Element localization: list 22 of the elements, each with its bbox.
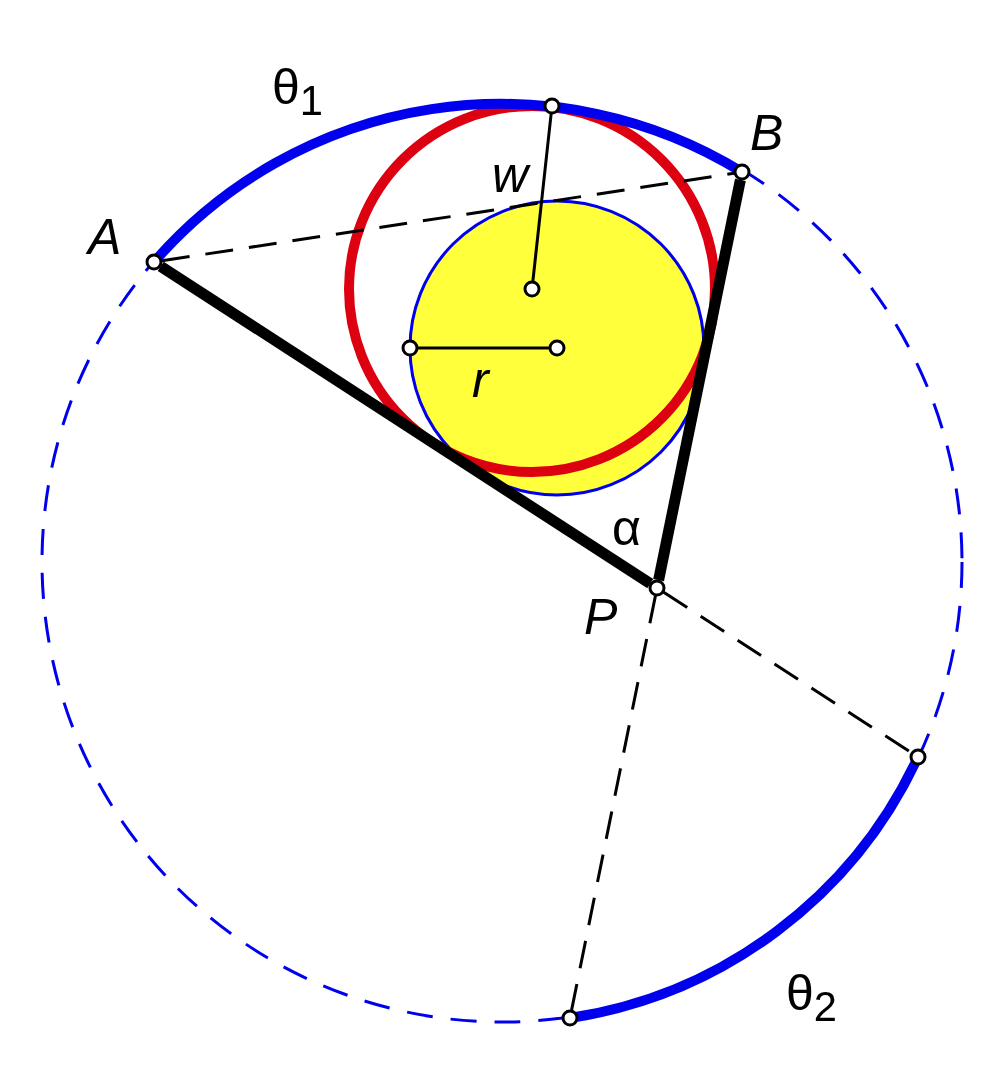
line bbox=[653, 178, 746, 582]
point-marker bbox=[401, 339, 419, 357]
point-marker bbox=[733, 163, 751, 181]
angle-label: θ$_{2}$ bbox=[786, 968, 837, 1028]
edge-label: w bbox=[492, 150, 529, 200]
line bbox=[531, 113, 553, 282]
point-marker bbox=[648, 579, 666, 597]
point-marker bbox=[561, 1009, 579, 1027]
line bbox=[418, 346, 549, 350]
line bbox=[570, 595, 657, 1011]
point-marker bbox=[523, 280, 541, 298]
point-marker bbox=[548, 339, 566, 357]
point-marker bbox=[543, 97, 561, 115]
line bbox=[161, 171, 735, 263]
angle-label: α bbox=[612, 503, 641, 553]
angle-label: θ$_{1}$ bbox=[272, 62, 323, 122]
point-marker bbox=[909, 748, 927, 766]
edge-label: r bbox=[472, 355, 489, 405]
point-label: P bbox=[584, 592, 618, 642]
point-marker bbox=[145, 253, 163, 271]
point-label: B bbox=[750, 108, 784, 158]
line bbox=[157, 261, 654, 589]
